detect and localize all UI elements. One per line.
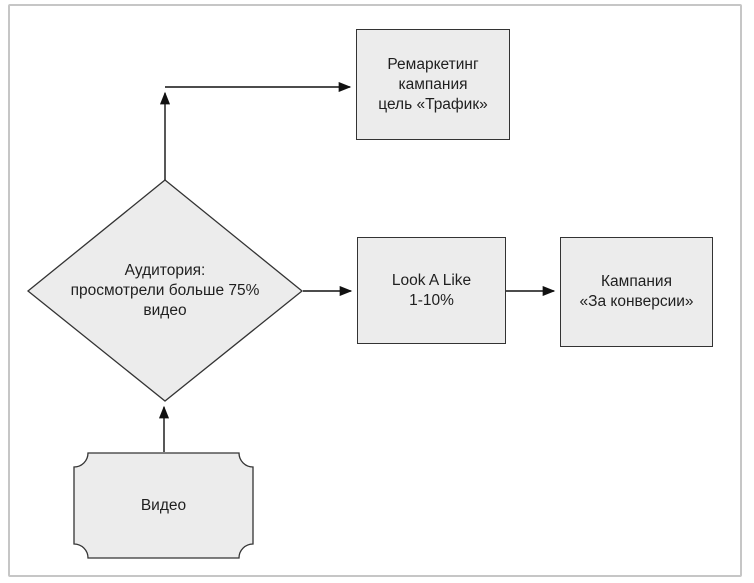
node-label-line: 1-10% <box>409 291 454 309</box>
video-plaque-shape <box>73 452 254 559</box>
node-label-line: Кампания <box>601 273 672 290</box>
node-audience-decision-label: Аудитория: просмотрели больше 75% видео <box>40 260 290 322</box>
node-label-line: видео <box>143 302 187 319</box>
audience-diamond-shape <box>26 179 304 402</box>
node-lookalike: Look A Like 1-10% <box>357 237 506 344</box>
node-label-line: Look A Like <box>391 271 472 289</box>
node-label-line: цель «Трафик» <box>378 95 488 113</box>
node-label-line: «За конверсии» <box>579 293 694 310</box>
node-remarketing-campaign: Ремаркетинг кампания цель «Трафик» <box>356 29 510 140</box>
node-label-line: кампания <box>398 75 468 93</box>
node-label-line: Видео <box>140 496 187 514</box>
node-label-line: Аудитория: <box>124 262 206 279</box>
node-video-label: Видео <box>74 453 253 558</box>
node-conversion-campaign: Кампания «За конверсии» <box>560 237 713 347</box>
node-label-line: просмотрели больше 75% <box>70 282 260 299</box>
node-label-line: Ремаркетинг <box>387 55 479 73</box>
